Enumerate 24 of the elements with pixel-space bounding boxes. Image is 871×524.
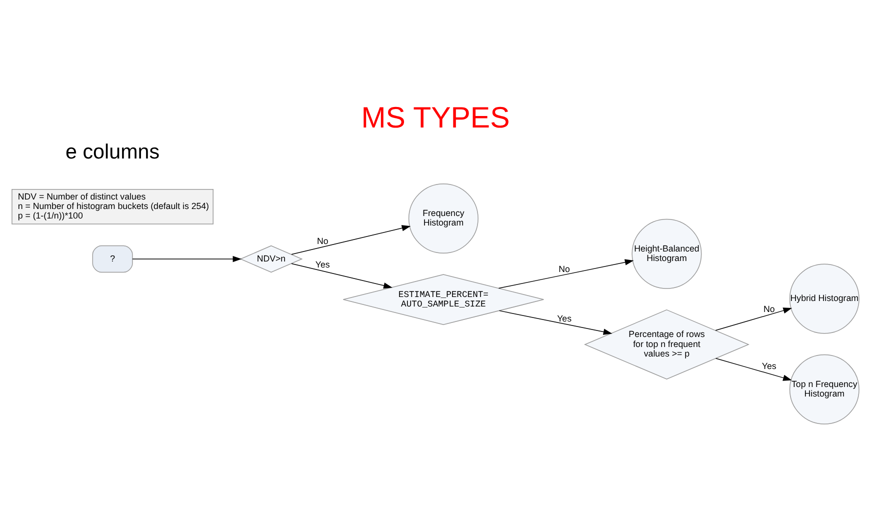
- node-circle: Hybrid Histogram: [789, 263, 860, 334]
- node-diamond: Percentage of rows for top n frequent values >= p: [584, 308, 750, 379]
- node-diamond: NDV>n: [240, 244, 303, 272]
- node-circle: Height-Balanced Histogram: [632, 218, 702, 288]
- node-box: ?: [92, 244, 133, 272]
- edge-label: Yes: [762, 360, 776, 371]
- node-circle: Top n Frequency Histogram: [789, 354, 860, 424]
- node-circle: Frequency Histogram: [408, 182, 478, 253]
- edge-label: No: [558, 263, 570, 274]
- arrow: [291, 262, 392, 288]
- arrow: [715, 307, 792, 330]
- arrow: [132, 255, 242, 262]
- diagram-title: MS TYPES: [361, 100, 510, 134]
- node-diamond: ESTIMATE_PERCENT= AUTO_SAMPLE_SIZE: [342, 274, 544, 324]
- label: e columns: [66, 140, 160, 164]
- arrow: [291, 224, 411, 254]
- edge-label: No: [763, 303, 775, 314]
- edge-label: No: [316, 235, 328, 246]
- edge-label: Yes: [315, 259, 330, 270]
- edge-label: Yes: [557, 312, 572, 323]
- node-box: NDV = Number of distinct values n = Number of histogram buckets (default is 254) p = (1-(1/n))*100: [12, 188, 214, 224]
- arrow: [498, 310, 612, 334]
- arrow: [498, 258, 634, 288]
- arrow: [715, 358, 792, 380]
